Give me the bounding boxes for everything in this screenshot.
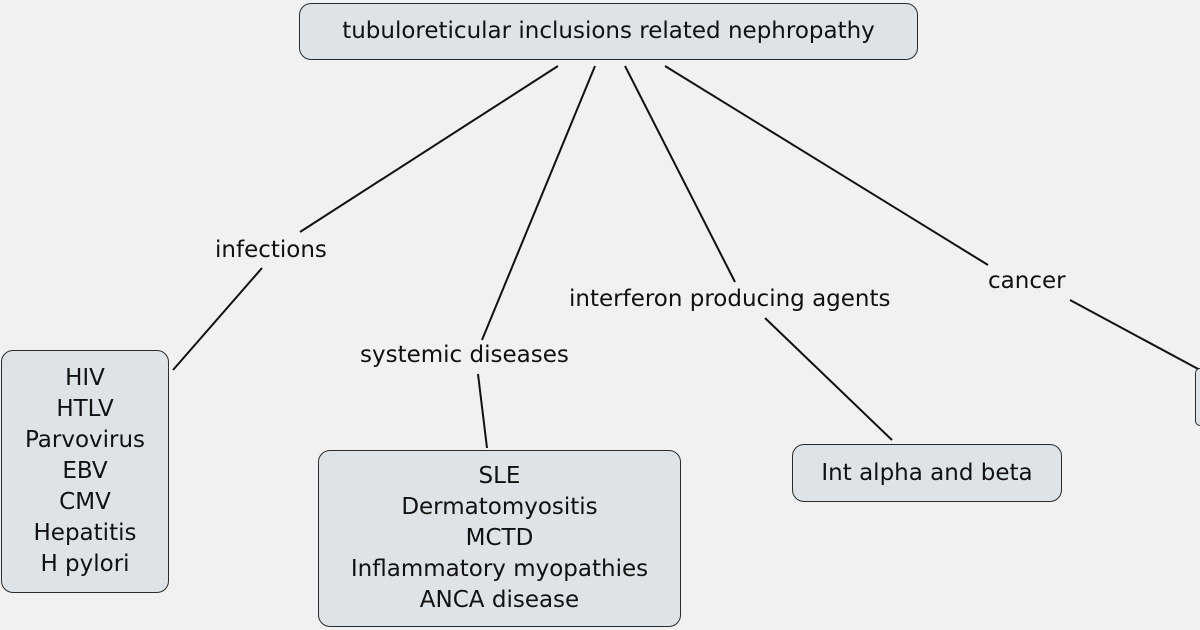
- systemic-diseases-node: SLE Dermatomyositis MCTD Inflammatory my…: [318, 450, 681, 627]
- link-label-infections: infections: [211, 236, 331, 264]
- infections-node: HIV HTLV Parvovirus EBV CMV Hepatitis H …: [1, 350, 169, 593]
- infection-item: HTLV: [56, 396, 114, 422]
- edge-infections-box: [172, 267, 263, 371]
- systemic-disease-item: ANCA disease: [419, 587, 580, 613]
- edge-root-cancer: [664, 65, 989, 266]
- link-label-systemic-diseases: systemic diseases: [356, 341, 573, 369]
- infection-item: Parvovirus: [24, 427, 146, 453]
- interferon-item: Int alpha and beta: [821, 459, 1033, 486]
- infection-item: H pylori: [40, 551, 130, 577]
- edge-cancer-box: [1069, 299, 1200, 371]
- edge-root-interferon: [624, 65, 736, 283]
- systemic-disease-item: Dermatomyositis: [401, 494, 598, 520]
- edge-root-infections: [299, 65, 559, 233]
- infection-item: HIV: [65, 365, 105, 391]
- root-node: tubuloreticular inclusions related nephr…: [299, 3, 918, 60]
- interferon-node: Int alpha and beta: [792, 444, 1062, 502]
- link-label-cancer: cancer: [984, 267, 1070, 295]
- infection-item: EBV: [62, 458, 108, 484]
- link-label-interferon-agents: interferon producing agents: [565, 285, 895, 313]
- cancer-node: [1195, 368, 1200, 426]
- systemic-disease-item: SLE: [478, 463, 521, 489]
- edge-root-systemic: [481, 65, 596, 341]
- infection-item: Hepatitis: [33, 520, 137, 546]
- systemic-disease-item: Inflammatory myopathies: [350, 556, 649, 582]
- systemic-disease-item: MCTD: [465, 525, 534, 551]
- infection-item: CMV: [59, 489, 111, 515]
- edge-interferon-box: [764, 317, 893, 441]
- edge-systemic-box: [477, 373, 488, 449]
- root-node-label: tubuloreticular inclusions related nephr…: [342, 18, 875, 44]
